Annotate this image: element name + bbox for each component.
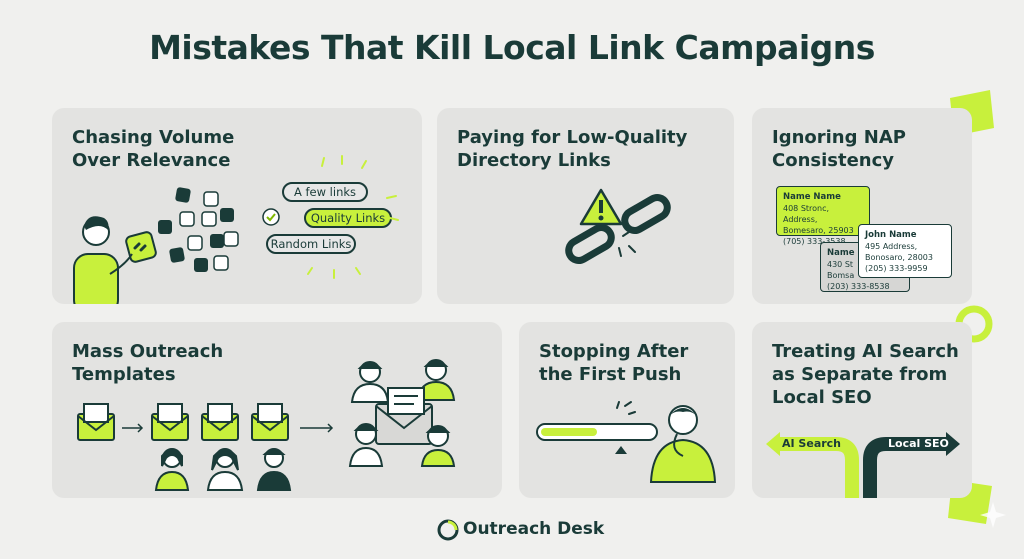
nap-card-3: John Name 495 Address, Bonosaro, 28003 (… [858,224,952,278]
card-title: Treating AI Search as Separate from Loca… [772,341,959,408]
broken-chain-icon [565,188,671,264]
group-people-envelope-icon [348,359,456,467]
nap-name: John Name [865,230,917,240]
local-seo-sign: Local SEO [888,437,949,450]
pill-quality-links: Quality Links [304,208,392,228]
nap-address: 408 Stronc, Address, Bomesaro, 25903 [783,204,854,235]
nap-phone: (203) 333-8538 [827,282,890,291]
sparkle-icon [980,502,1006,528]
card-title: Paying for Low-Quality Directory Links [457,127,688,171]
nap-card-1: Name Name 408 Stronc, Address, Bomesaro,… [776,186,870,246]
person-holding-link-icon [73,216,157,304]
card-ignoring-nap: Ignoring NAP Consistency Name Name 408 S… [752,108,972,304]
card-treating-ai-search: Treating AI Search as Separate from Loca… [752,322,972,498]
page-title: Mistakes That Kill Local Link Campaigns [149,28,875,67]
card-title: Stopping After the First Push [539,341,689,385]
card-stopping-after-first-push: Stopping After the First Push [519,322,735,498]
pill-few-links: A few links [282,182,368,202]
sparkle-lines [307,155,399,279]
nap-phone: (205) 333-9959 [865,264,928,273]
pill-random-links: Random Links [266,234,356,254]
card-mass-outreach: Mass Outreach Templates [52,322,502,498]
card-chasing-volume: Chasing Volume Over Relevance A few link… [52,108,422,304]
small-people-icons [154,448,292,491]
ai-search-sign: AI Search [782,437,842,450]
card-title: Ignoring NAP Consistency [772,127,906,171]
nap-address: 495 Address, Bonosaro, 28003 [865,242,933,262]
scattered-link-icons [158,187,239,272]
outreach-desk-logo-icon [437,519,459,541]
nap-name: Name Name [783,192,841,202]
card-title: Chasing Volume Over Relevance [72,127,235,171]
nap-name: Name H [827,248,865,258]
progress-bar-person-icon [536,401,717,483]
nap-phone: (705) 333-3538 [783,237,846,246]
nap-address: 430 St Bomsa [827,260,855,280]
fork-road-icon [766,432,960,498]
card-title: Mass Outreach Templates [72,341,224,385]
check-circle-icon [262,208,280,226]
card-paying-low-quality: Paying for Low-Quality Directory Links [437,108,734,304]
brand-name: Outreach Desk [463,519,605,539]
envelope-icons [77,403,334,441]
